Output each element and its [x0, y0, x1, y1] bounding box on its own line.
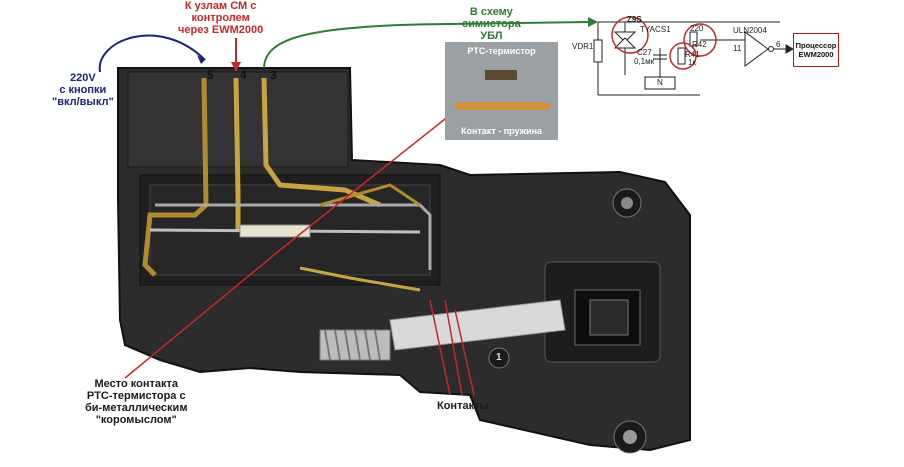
coil-spring	[319, 329, 391, 361]
processor-box: Процессор EWM2000	[793, 33, 839, 67]
z9s-label: Z9S	[627, 15, 642, 24]
vdr-label: VDR1	[572, 42, 594, 51]
pin-6-label: 6	[776, 40, 781, 49]
inset-ptc-label: PTC-термистор	[467, 46, 536, 56]
power-arrow	[98, 34, 206, 73]
pin-3-label: 3	[270, 68, 277, 82]
inset-photo: PTC-термистор Контакт - пружина	[445, 42, 558, 140]
uln-label: ULN2004	[733, 26, 767, 35]
triac-schematic	[593, 16, 795, 96]
pin-1-label: 1	[496, 352, 502, 363]
pointer-contact-place	[124, 114, 451, 379]
triac-ref: TYACS1	[640, 25, 671, 34]
pin-5-label: 5	[207, 68, 214, 82]
pin-4-label: 4	[240, 68, 247, 82]
cap-value: 0,1мк	[634, 57, 655, 66]
r42-label: R42	[692, 40, 707, 49]
processor-model: EWM2000	[798, 50, 834, 59]
contact-place-label: Место контакта PTC-термистора с би-метал…	[85, 378, 188, 427]
r220-label: 220	[690, 24, 704, 33]
slider-bar	[389, 299, 566, 351]
power-label: 220V с кнопки "вкл/выкл"	[52, 72, 114, 109]
terminal-4	[233, 77, 241, 230]
neutral-label: N	[657, 78, 663, 87]
processor-label: Процессор	[795, 41, 837, 50]
nodes-arrow	[231, 38, 241, 72]
terminal-5	[142, 77, 209, 277]
pointer-contacts	[429, 299, 475, 396]
spring-contact-image	[455, 102, 550, 110]
triac-label: В схему симистора УБЛ	[462, 6, 521, 43]
r41-label: R41	[685, 50, 700, 59]
cap-label: C27	[637, 48, 652, 57]
pin-11-label: 11	[733, 44, 742, 53]
nodes-label: К узлам СМ с контролем через EWM2000	[178, 0, 264, 37]
ptc-thermistor-image	[485, 70, 517, 80]
triac-arrow	[263, 17, 598, 69]
internal-wiring	[149, 183, 432, 292]
r41-value: 1к	[688, 58, 696, 67]
inset-spring-label: Контакт - пружина	[460, 126, 543, 136]
contacts-label: Контакты	[437, 400, 489, 412]
